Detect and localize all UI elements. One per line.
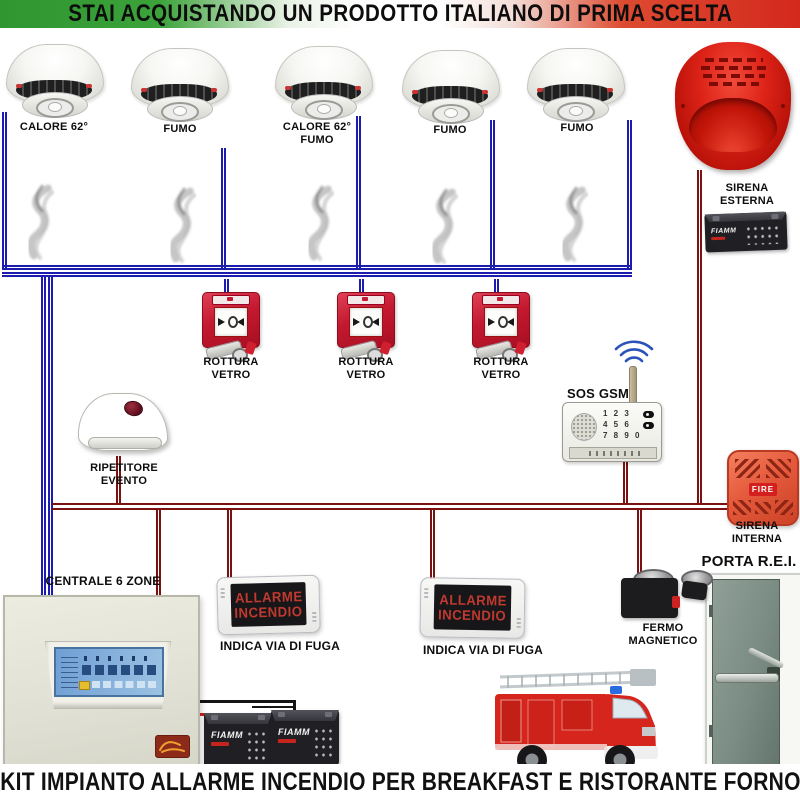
smoke-wisp-icon <box>550 182 600 264</box>
repeater-label: EVENTO <box>100 475 148 487</box>
wire-blue-panel-a <box>41 277 46 597</box>
control-panel-label: CENTRALE 6 ZONE <box>45 574 161 588</box>
siren-horn <box>689 98 777 152</box>
event-repeater <box>78 393 168 457</box>
wire-blue-bus-1 <box>2 265 632 270</box>
gsm-button <box>643 411 654 418</box>
panel-display <box>54 647 164 697</box>
call-point-label: ROTTURA <box>473 356 529 368</box>
exit-sign-sublabel: INDICA VIA DI FUGA <box>422 643 544 657</box>
door-holder-label: FERMO <box>642 622 684 634</box>
wire-red-panel <box>156 509 161 597</box>
battery-brand: FIAMM <box>710 227 737 236</box>
smoke-wisp-icon <box>158 183 208 265</box>
wire-blue-detector-2 <box>221 148 226 270</box>
gsm-button <box>643 422 654 429</box>
panel-button-yellow <box>79 681 90 690</box>
external-siren-label: ESTERNA <box>720 195 774 207</box>
panel-battery: FIAMM <box>204 713 272 768</box>
detector-label: FUMO <box>560 122 594 134</box>
wire-black-battery <box>196 700 296 703</box>
wire-blue-callpoint-3 <box>494 279 499 296</box>
break-glass-call-point <box>202 292 260 368</box>
break-glass-call-point <box>472 292 530 368</box>
wire-red-door-holder <box>637 509 642 577</box>
heat-smoke-detector <box>275 46 373 124</box>
call-point-glass <box>349 307 383 337</box>
external-siren-label: SIRENA <box>725 182 769 194</box>
top-banner: STAI ACQUISTANDO UN PRODOTTO ITALIANO DI… <box>0 0 800 28</box>
wire-blue-detector-4 <box>490 120 495 270</box>
wire-battery-jumper <box>252 706 294 708</box>
battery-brand: FIAMM <box>278 727 310 737</box>
detector-label: FUMO <box>300 134 334 146</box>
fire-truck-image <box>492 664 667 783</box>
exit-sign-sublabel: INDICA VIA DI FUGA <box>219 639 341 653</box>
armature-base <box>680 580 709 601</box>
call-point-glass <box>214 307 248 337</box>
wire-red-sign-2 <box>430 509 435 583</box>
brand-logo <box>155 735 190 758</box>
smoke-wisp-icon <box>420 184 470 266</box>
smoke-wisp-icon <box>16 180 66 262</box>
wire-blue-detector-3 <box>356 116 361 270</box>
magnetic-door-holder <box>621 578 678 618</box>
wire-blue-detector-1 <box>2 112 7 270</box>
detector-label: CALORE 62° <box>19 121 89 133</box>
detector-label: CALORE 62° <box>282 121 352 133</box>
internal-siren-label: SIRENA <box>735 520 779 532</box>
wire-blue-callpoint-2 <box>359 279 364 296</box>
smoke-wisp-icon <box>296 181 346 263</box>
detector-label: FUMO <box>163 123 197 135</box>
call-point-label: VETRO <box>481 369 521 381</box>
backup-battery: FIAMM <box>704 211 788 253</box>
banner-text: STAI ACQUISTANDO UN PRODOTTO ITALIANO DI… <box>67 0 733 27</box>
battery-brand: FIAMM <box>211 730 243 740</box>
panic-bar <box>715 673 779 683</box>
wire-blue-bus-2 <box>2 272 632 277</box>
panel-battery: FIAMM <box>271 710 339 765</box>
call-point-glass <box>484 307 518 337</box>
smoke-detector <box>131 48 229 126</box>
internal-siren: FIRE <box>727 450 799 526</box>
heat-detector <box>6 44 104 122</box>
door-holder-label: MAGNETICO <box>628 635 698 647</box>
call-point-label: VETRO <box>211 369 251 381</box>
wire-red-sign-1 <box>227 509 232 581</box>
footer-text: KIT IMPIANTO ALLARME INCENDIO PER BREAKF… <box>0 767 800 796</box>
fire-door <box>705 573 800 782</box>
smoke-detector <box>527 48 625 126</box>
smoke-detector <box>402 50 500 128</box>
call-point-label: ROTTURA <box>338 356 394 368</box>
fire-door-label: PORTA R.E.I. <box>701 553 797 570</box>
gsm-terminal-strip <box>569 447 657 459</box>
gsm-label: SOS GSM <box>566 386 630 401</box>
external-siren <box>675 42 791 170</box>
call-point-label: VETRO <box>346 369 386 381</box>
repeater-label: RIPETITORE <box>90 462 158 474</box>
control-panel <box>3 595 200 767</box>
break-glass-call-point <box>337 292 395 368</box>
wire-red-repeater <box>116 456 121 504</box>
wire-red-gsm <box>623 458 628 504</box>
speaker-icon <box>571 413 597 441</box>
detector-label: FUMO <box>433 124 467 136</box>
wire-blue-panel-b <box>48 277 53 597</box>
call-point-label: ROTTURA <box>203 356 259 368</box>
internal-siren-label: INTERNA <box>731 533 783 545</box>
wire-blue-detector-5 <box>627 120 632 270</box>
radio-waves-icon <box>612 340 656 368</box>
fire-badge: FIRE <box>749 483 777 496</box>
bottom-title: KIT IMPIANTO ALLARME INCENDIO PER BREAKF… <box>0 764 800 800</box>
wire-red-bus <box>52 503 740 510</box>
wire-blue-callpoint-1 <box>224 279 229 296</box>
wire-red-external-siren <box>697 170 702 504</box>
release-button <box>672 596 680 608</box>
